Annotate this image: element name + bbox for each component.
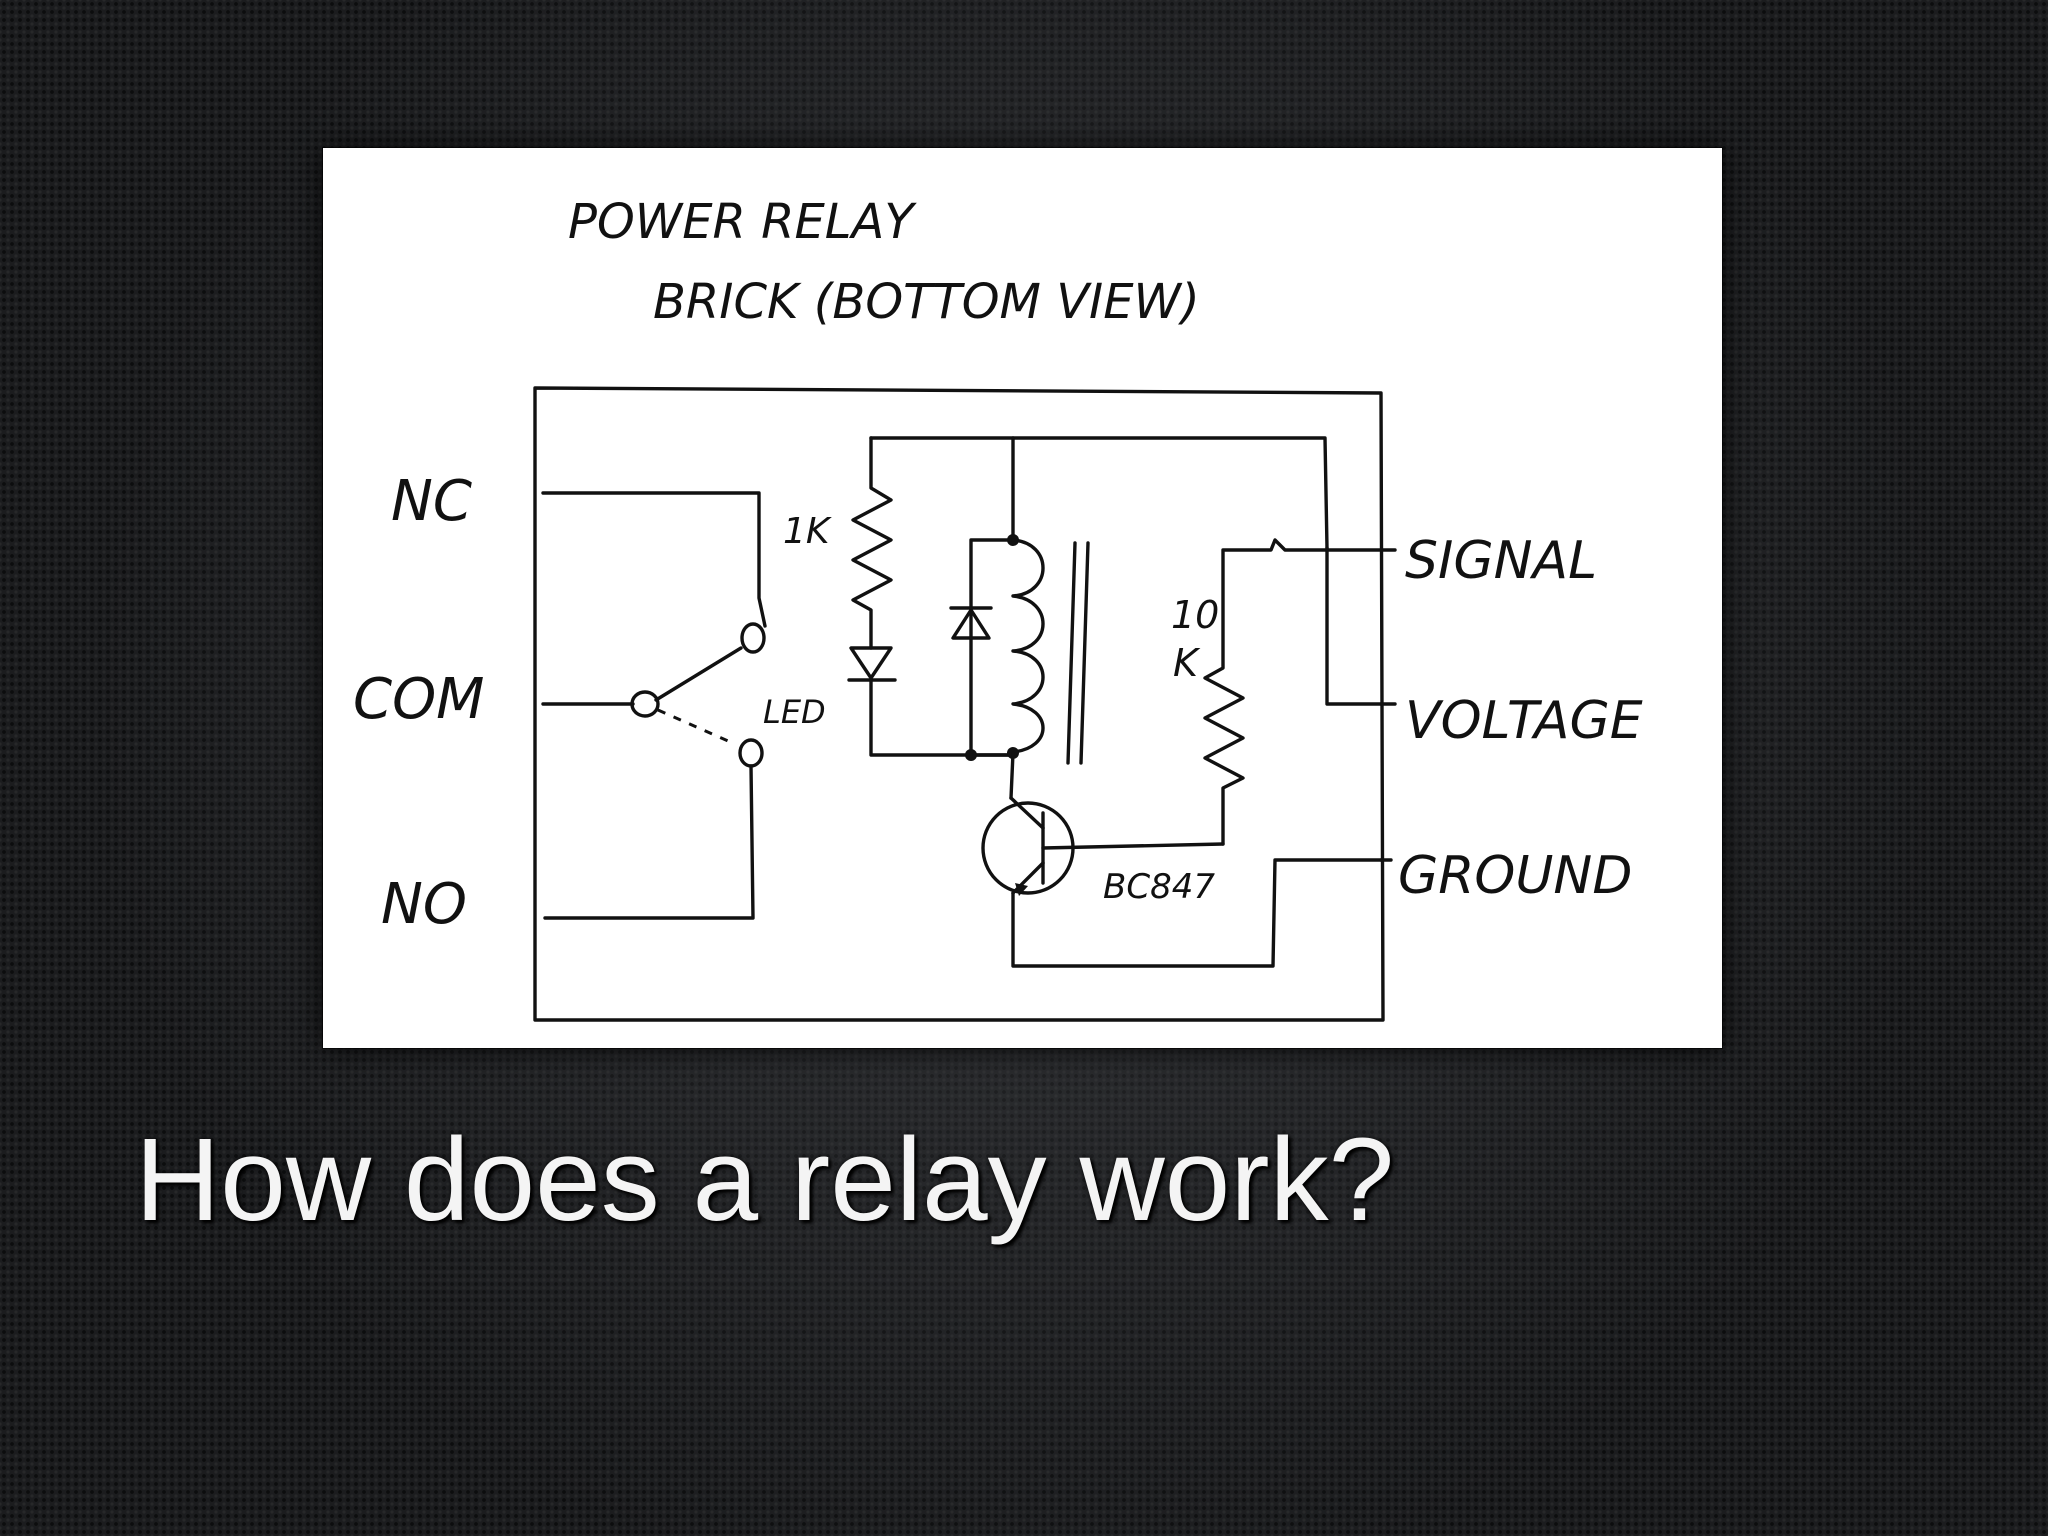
wire-led-bottom: [869, 678, 1015, 757]
core-line-1: [1066, 541, 1077, 765]
wire-diode-loop: [969, 538, 1015, 757]
terminal-label-nc: NC: [391, 469, 472, 534]
resistor-1k: [851, 436, 893, 650]
label-10k-line1: 10: [1171, 593, 1219, 637]
label-bc847: BC847: [1103, 867, 1215, 907]
core-line-2: [1079, 541, 1090, 765]
label-led: LED: [763, 693, 826, 731]
switch-arm-alt: [657, 708, 736, 746]
diagram-image-frame: POWER RELAY BRICK (BOTTOM VIEW) NC COM N…: [323, 148, 1722, 1048]
wire-no: [543, 764, 755, 920]
relay-coil: [1011, 538, 1045, 754]
wire-voltage: [1325, 546, 1383, 706]
terminal-label-no: NO: [381, 872, 467, 937]
terminal-label-signal: SIGNAL: [1405, 531, 1597, 591]
relay-schematic: POWER RELAY BRICK (BOTTOM VIEW) NC COM N…: [353, 194, 1643, 1022]
transistor-arrow: [1015, 883, 1028, 896]
wire-nc: [541, 491, 767, 628]
wire-base: [1041, 842, 1225, 850]
terminal-label-ground: GROUND: [1398, 846, 1632, 906]
slide-title: How does a relay work?: [135, 1114, 1395, 1246]
contact-no: [738, 738, 764, 768]
diode-symbol: [951, 608, 991, 640]
diagram-heading-line1: POWER RELAY: [568, 194, 917, 250]
label-10k-line2: K: [1173, 641, 1201, 685]
switch-arm: [654, 646, 743, 702]
wire-ground: [1011, 858, 1383, 968]
label-1k: 1K: [783, 511, 832, 552]
wire-coil-collector: [1009, 751, 1015, 800]
resistor-10k-signal: [1203, 538, 1383, 846]
diagram-heading-line2: BRICK (BOTTOM VIEW): [653, 274, 1200, 330]
module-outline: [533, 386, 1385, 1022]
terminal-label-voltage: VOLTAGE: [1405, 691, 1643, 751]
terminal-label-com: COM: [353, 667, 485, 732]
led-symbol: [849, 646, 893, 680]
contact-nc: [740, 622, 766, 654]
wire-top-rail: [869, 436, 1329, 550]
contact-com: [630, 690, 660, 718]
transistor-collector: [1009, 796, 1045, 830]
junction-diode-bottom: [965, 749, 977, 761]
